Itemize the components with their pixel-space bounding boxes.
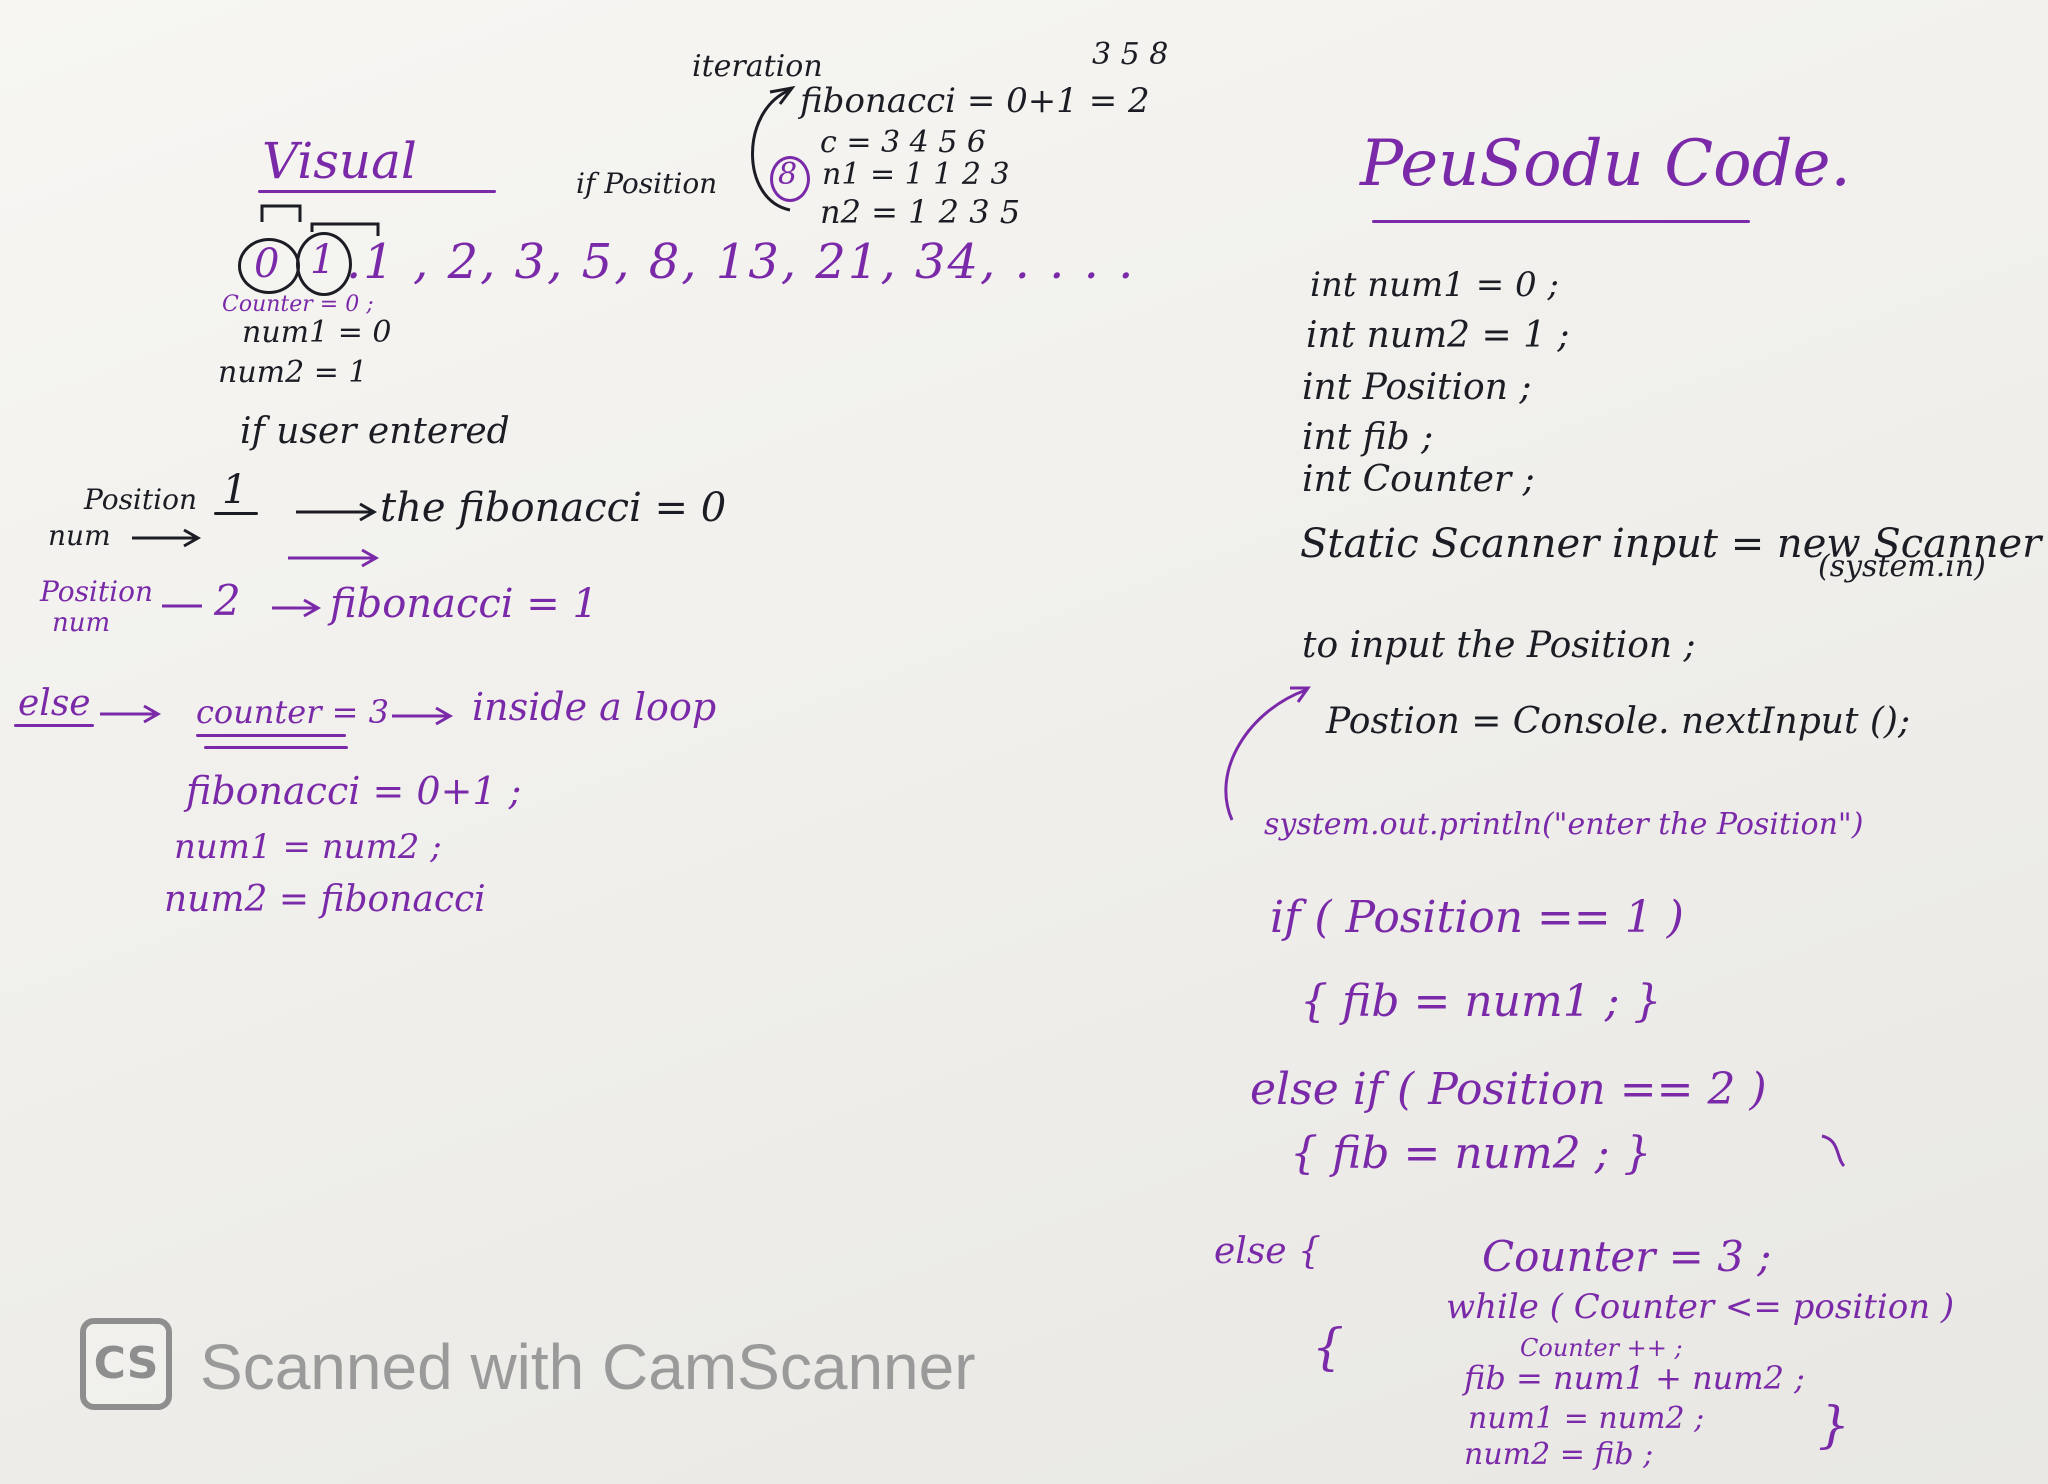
position-circle bbox=[770, 156, 810, 202]
counter-underline-2 bbox=[204, 746, 348, 749]
position2-label: Position bbox=[40, 575, 153, 608]
pseudo-line-9: Postion = Console. nextInput (); bbox=[1326, 701, 1911, 742]
pseudo-line-4: int fib ; bbox=[1302, 417, 1434, 458]
fibonacci-sequence: .1 , 2, 3, 5, 8, 13, 21, 34, . . . . bbox=[346, 234, 1136, 290]
visual-title-underline bbox=[258, 190, 496, 193]
pseudo-title-underline bbox=[1372, 220, 1750, 223]
position2-value: 2 bbox=[214, 576, 241, 625]
pseudo-line-10: system.out.println("enter the Position") bbox=[1264, 807, 1864, 842]
else-underline bbox=[14, 724, 94, 727]
num-label-1: num bbox=[48, 519, 111, 552]
pseudo-line-22: num2 = fib ; bbox=[1464, 1437, 1654, 1472]
pseudo-line-12: { fib = num1 ; } bbox=[1300, 976, 1662, 1027]
iteration-title: iteration bbox=[692, 49, 823, 84]
pseudo-line-13: else if ( Position == 2 ) bbox=[1250, 1064, 1767, 1115]
iteration-fib-extra: 3 5 8 bbox=[1092, 37, 1169, 72]
sequence-second: 1 bbox=[310, 237, 336, 283]
camscanner-text: Scanned with CamScanner bbox=[200, 1331, 976, 1403]
init-counter: Counter = 0 ; bbox=[222, 292, 374, 317]
circle-one bbox=[296, 232, 352, 296]
pseudo-line-17: while ( Counter <= position ) bbox=[1446, 1287, 1955, 1327]
pseudo-line-5: int Counter ; bbox=[1302, 459, 1535, 500]
iteration-fib-line: fibonacci = 0+1 = 2 bbox=[800, 81, 1150, 121]
counter-underline-1 bbox=[196, 734, 346, 737]
num-label-2: num bbox=[52, 608, 111, 638]
pseudo-line-15: else { bbox=[1214, 1231, 1321, 1272]
if-user-entered: if user entered bbox=[240, 411, 510, 452]
step-num1: num1 = num2 ; bbox=[174, 827, 442, 867]
pseudo-line-23: } bbox=[1818, 1396, 1850, 1454]
pseudo-line-3: int Position ; bbox=[1302, 367, 1532, 408]
pseudo-line-20: fib = num1 + num2 ; bbox=[1464, 1359, 1805, 1397]
pseudo-line-6: Static Scanner input = new Scanner bbox=[1300, 521, 2042, 567]
fib-result-1: the fibonacci = 0 bbox=[380, 485, 727, 531]
iteration-c-line: c = 3 4 5 6 bbox=[820, 125, 986, 160]
position1-value: 1 bbox=[222, 467, 248, 513]
pseudo-title: PeuSodu Code. bbox=[1360, 127, 1851, 201]
fib-result-2: fibonacci = 1 bbox=[330, 581, 598, 627]
pseudo-line-19: Counter ++ ; bbox=[1520, 1334, 1683, 1362]
step-num2: num2 = fibonacci bbox=[164, 879, 486, 920]
position1-label: Position bbox=[84, 483, 197, 516]
inside-loop: inside a loop bbox=[472, 685, 717, 729]
position1-underline bbox=[214, 512, 258, 515]
position-value: 8 bbox=[778, 157, 798, 192]
pseudo-line-21: num1 = num2 ; bbox=[1468, 1401, 1705, 1436]
pseudo-line-2: int num2 = 1 ; bbox=[1306, 315, 1570, 356]
counter-three: counter = 3 bbox=[196, 693, 390, 731]
pseudo-line-7: (system.in) bbox=[1818, 549, 1986, 584]
if-position: if Position bbox=[576, 167, 718, 200]
pseudo-line-11: if ( Position == 1 ) bbox=[1270, 892, 1684, 943]
pseudo-line-1: int num1 = 0 ; bbox=[1310, 265, 1559, 305]
pseudo-line-8: to input the Position ; bbox=[1302, 625, 1696, 666]
sequence-first: 0 bbox=[254, 241, 280, 287]
camscanner-logo: CS bbox=[80, 1318, 172, 1410]
init-num2: num2 = 1 bbox=[218, 355, 368, 390]
iteration-n1-line: n1 = 1 1 2 3 bbox=[822, 157, 1010, 192]
pseudo-line-18: { bbox=[1312, 1318, 1344, 1376]
init-num1: num1 = 0 bbox=[242, 315, 392, 350]
pseudo-line-16: Counter = 3 ; bbox=[1482, 1232, 1772, 1281]
visual-title: Visual bbox=[262, 132, 417, 190]
pseudo-line-14: { fib = num2 ; } bbox=[1290, 1128, 1652, 1179]
else-label: else bbox=[18, 683, 91, 724]
step-fibonacci: fibonacci = 0+1 ; bbox=[186, 769, 522, 813]
iteration-n2-line: n2 = 1 2 3 5 bbox=[820, 193, 1021, 231]
